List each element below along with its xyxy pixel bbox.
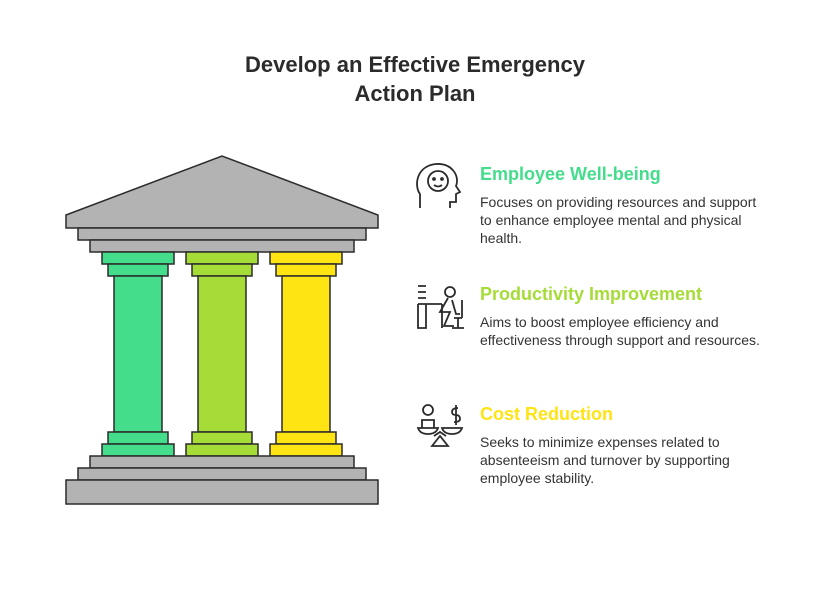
title-line: Develop an Effective Emergency (245, 52, 585, 77)
pillar-yellow (269, 251, 343, 457)
temple-base (77, 467, 367, 481)
head-smile-icon (416, 163, 462, 208)
item-title: Productivity Improvement (480, 284, 703, 304)
temple-step (77, 227, 367, 241)
balance-scale-icon (416, 404, 464, 447)
temple-step (89, 239, 355, 253)
item-title: Cost Reduction (480, 404, 613, 424)
temple-base (89, 455, 355, 469)
item-description: Focuses on providing resources and suppo… (480, 194, 757, 246)
person-at-desk-icon (417, 285, 464, 329)
item-title: Employee Well-being (480, 164, 661, 184)
temple-diagram (65, 155, 379, 505)
pillar-lime (185, 251, 259, 457)
item-description: Seeks to minimize expenses related to ab… (480, 434, 730, 486)
pillar-green (101, 251, 175, 457)
item-description: Aims to boost employee efficiency and ef… (480, 314, 760, 348)
temple-base (65, 479, 379, 505)
title-line: Action Plan (354, 81, 476, 106)
temple-roof (65, 155, 379, 229)
